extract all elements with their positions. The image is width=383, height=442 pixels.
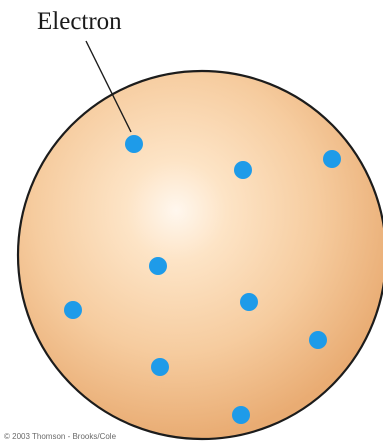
positive-charge-sphere bbox=[18, 71, 383, 439]
electron-dot bbox=[323, 150, 341, 168]
electron-dot bbox=[234, 161, 252, 179]
copyright-text: © 2003 Thomson - Brooks/Cole bbox=[4, 432, 117, 441]
electron-label: Electron bbox=[37, 8, 122, 35]
electron-dot bbox=[125, 135, 143, 153]
electron-dot bbox=[232, 406, 250, 424]
electron-dot bbox=[149, 257, 167, 275]
electron-dot bbox=[151, 358, 169, 376]
electron-dot bbox=[64, 301, 82, 319]
electron-dot bbox=[240, 293, 258, 311]
electron-dot bbox=[309, 331, 327, 349]
